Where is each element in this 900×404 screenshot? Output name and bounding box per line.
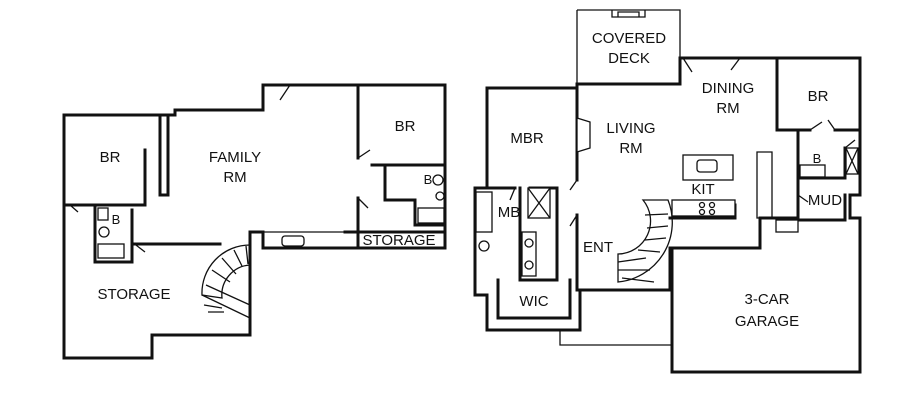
label-family-rm-1: FAMILY [209,149,261,166]
lower-level-outline [62,83,447,360]
mud-bench [775,219,799,233]
label-garage-2: GARAGE [735,313,799,330]
main-bath-vanity [799,164,826,178]
master-sink-1 [524,238,534,248]
wall-bath-main [796,128,847,180]
wall-bath-left [93,203,134,264]
label-storage-left: STORAGE [97,286,170,303]
sink-left [98,226,110,238]
label-wic: WIC [519,293,548,310]
wall-wic [496,278,572,320]
label-living-rm-1: LIVING [606,120,655,137]
toilet-left [97,207,109,221]
covered-deck-outline [576,9,681,84]
wall-counter [262,231,345,248]
wall-mb [518,186,559,282]
island-sink [696,159,718,173]
wall-garage-north [670,216,800,250]
label-mud: MUD [808,192,842,209]
label-bath-main: B [813,151,822,166]
master-tub [475,191,493,233]
label-br-right: BR [395,118,416,135]
main-level-plan: COVERED DECK DINING RM BR MBR LIVING RM … [473,9,862,374]
wall-closet [158,113,170,197]
master-toilet [478,240,490,252]
cooktop [698,201,716,216]
label-ent: ENT [583,239,613,256]
vanity-left [97,243,125,259]
main-stair [617,199,673,283]
sink-right [435,191,445,201]
label-garage-1: 3-CAR [744,291,789,308]
label-family-rm-2: RM [223,169,246,186]
door-swing [69,84,371,253]
label-bath-left: B [112,212,121,227]
main-door-swings [509,57,856,270]
master-sink-2 [524,260,534,270]
wall-bath-right [383,163,447,227]
label-mbr: MBR [510,130,544,147]
deck-rail [559,330,672,346]
living-fireplace [576,117,591,153]
tub-right [417,207,445,224]
label-dining-rm-2: RM [716,100,739,117]
toilet-right [432,174,444,186]
label-covered-deck-1: COVERED [592,30,666,47]
kitchen-counter [671,199,736,217]
lower-level-plan: BR FAMILY RM BR B B STORAGE STORAGE [62,83,447,360]
label-bath-right: B [424,172,433,187]
label-storage-right: STORAGE [362,232,435,249]
label-kit: KIT [691,181,714,198]
deck-fireplace [611,10,646,18]
label-living-rm-2: RM [619,140,642,157]
label-covered-deck-2: DECK [608,50,650,67]
washer-dryer [281,235,305,247]
label-dining-rm-1: DINING [702,80,755,97]
main-level-outline [473,56,862,374]
master-shower-x [527,187,551,219]
label-br-main: BR [808,88,829,105]
label-br-left: BR [100,149,121,166]
label-mb: MB [498,204,521,221]
wall-storage-right [343,196,447,250]
lower-stair [201,244,251,319]
wall-mud [796,176,847,222]
wall-pantry [756,151,773,219]
main-bath-shower-x [845,147,859,175]
